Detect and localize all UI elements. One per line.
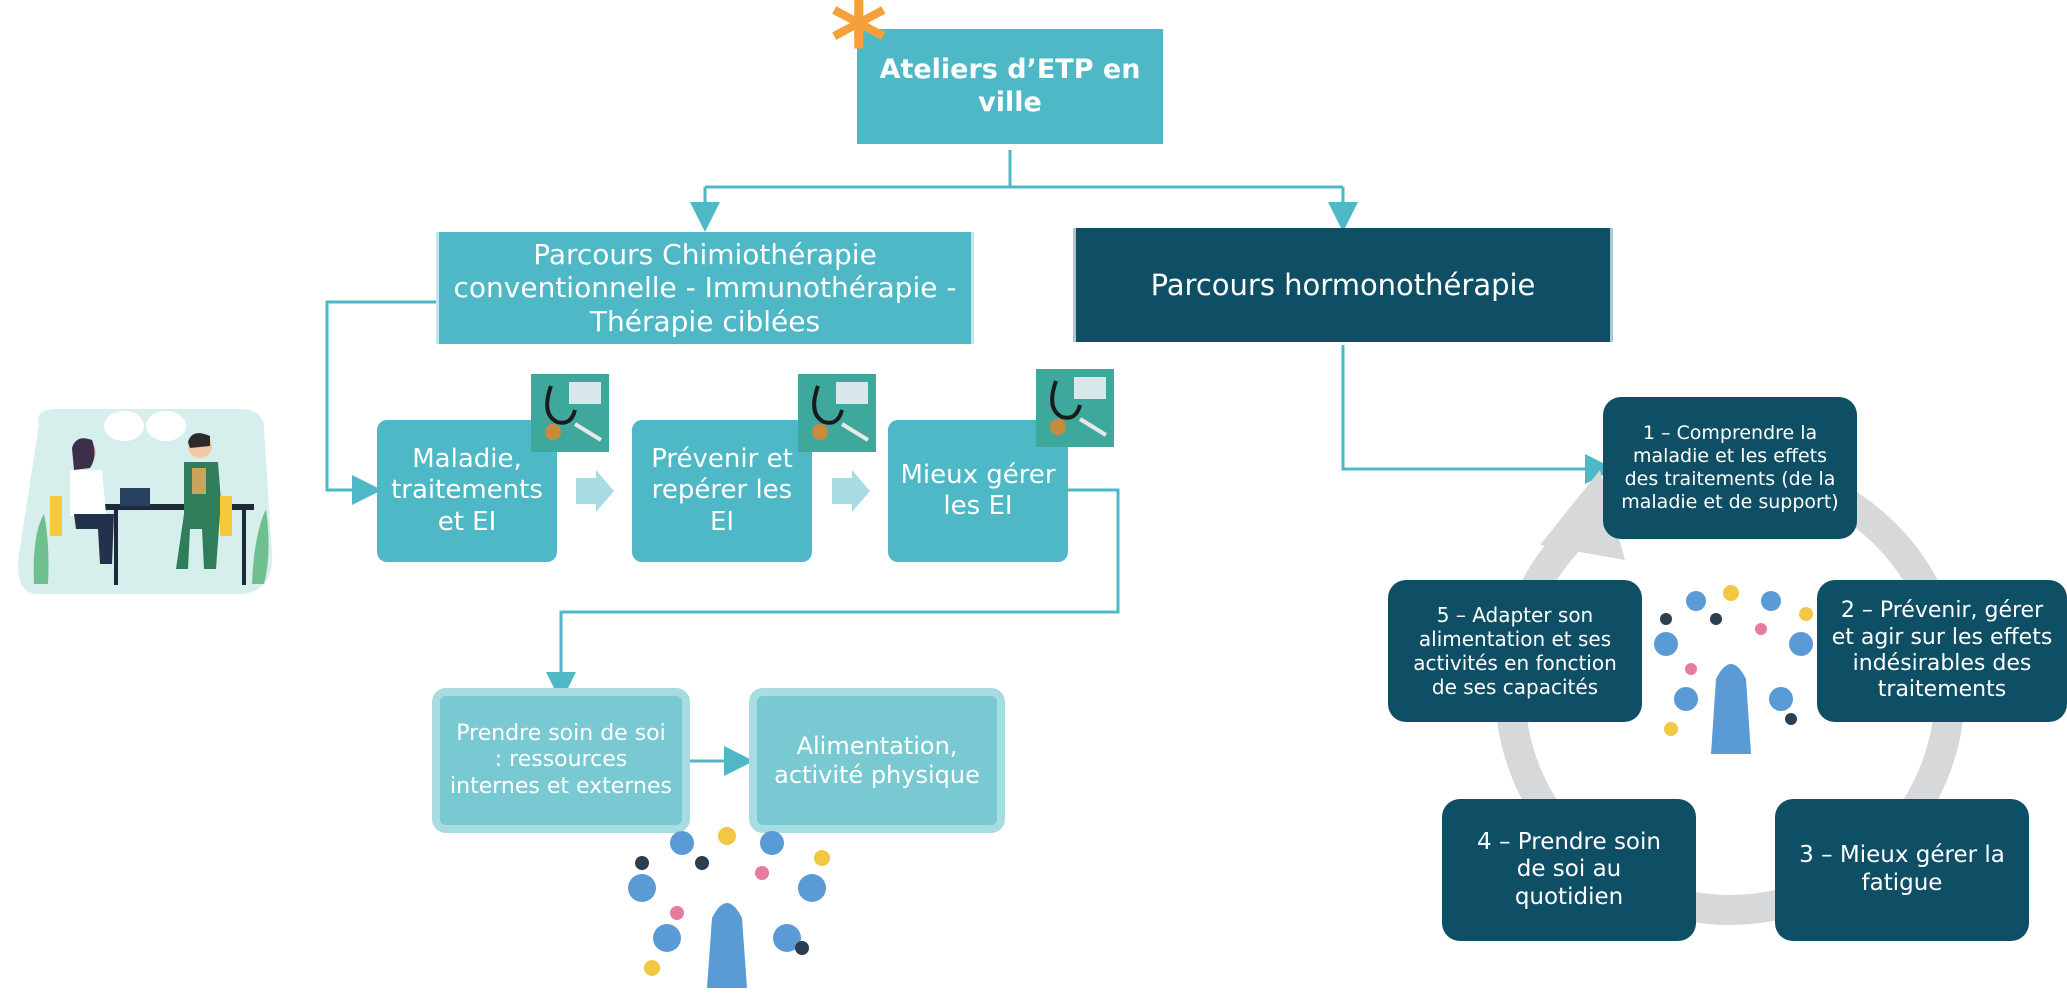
nutrition-label: Alimentation, activité physique [774, 731, 980, 789]
connector-top-split [705, 150, 1343, 189]
selfcare-box: Prendre soin de soi : ressources interne… [432, 688, 690, 833]
top-title: Ateliers d’ETP en ville [879, 54, 1141, 118]
cycle-step-4-box: 4 – Prendre soin de soi au quotidien [1442, 799, 1696, 941]
asterisk-icon: * [830, 0, 888, 105]
chemo-step-1-box: Maladie, traitements et EI [377, 420, 557, 562]
cycle-step-5-label: 5 – Adapter son alimentation et ses acti… [1413, 603, 1617, 699]
cycle-step-2-label: 2 – Prévenir, gérer et agir sur les effe… [1831, 598, 2053, 703]
connector-chemo-to-step1 [325, 300, 440, 505]
group-discussion-illustration [1654, 585, 1813, 754]
cycle-step-1-label: 1 – Comprendre la maladie et les effets … [1621, 422, 1839, 513]
connector-step3-to-selfcare [546, 488, 1120, 702]
cycle-step-4-label: 4 – Prendre soin de soi au quotidien [1477, 828, 1661, 910]
connector-hormono-to-cycle [1341, 345, 1615, 484]
group-discussion-illustration [628, 827, 830, 988]
chemo-step-2-label: Prévenir et repérer les EI [651, 444, 793, 537]
chemo-path-label: Parcours Chimiothérapie conventionnelle … [453, 237, 957, 338]
consultation-illustration [18, 409, 273, 594]
cycle-step-3-label: 3 – Mieux gérer la fatigue [1799, 842, 2005, 896]
chemo-step-2-box: Prévenir et repérer les EI [632, 420, 812, 562]
chemo-path-box: Parcours Chimiothérapie conventionnelle … [436, 232, 974, 344]
chemo-step-3-label: Mieux gérer les EI [900, 459, 1056, 521]
cycle-step-3-box: 3 – Mieux gérer la fatigue [1775, 799, 2029, 941]
chemo-step-1-label: Maladie, traitements et EI [391, 444, 543, 537]
selfcare-label: Prendre soin de soi : ressources interne… [450, 720, 672, 799]
hormono-path-label: Parcours hormonothérapie [1150, 267, 1536, 302]
stethoscope-icon [798, 374, 876, 452]
nutrition-box: Alimentation, activité physique [749, 688, 1005, 833]
cycle-step-5-box: 5 – Adapter son alimentation et ses acti… [1388, 580, 1642, 722]
chevron-arrow-icon [576, 470, 614, 512]
stethoscope-icon [531, 374, 609, 452]
chevron-arrow-icon [832, 470, 870, 512]
cycle-step-2-box: 2 – Prévenir, gérer et agir sur les effe… [1817, 580, 2067, 722]
hormono-path-box: Parcours hormonothérapie [1073, 228, 1613, 342]
stethoscope-icon [1036, 369, 1114, 447]
top-title-box: Ateliers d’ETP en ville [857, 29, 1163, 144]
cycle-step-1-box: 1 – Comprendre la maladie et les effets … [1603, 397, 1857, 539]
